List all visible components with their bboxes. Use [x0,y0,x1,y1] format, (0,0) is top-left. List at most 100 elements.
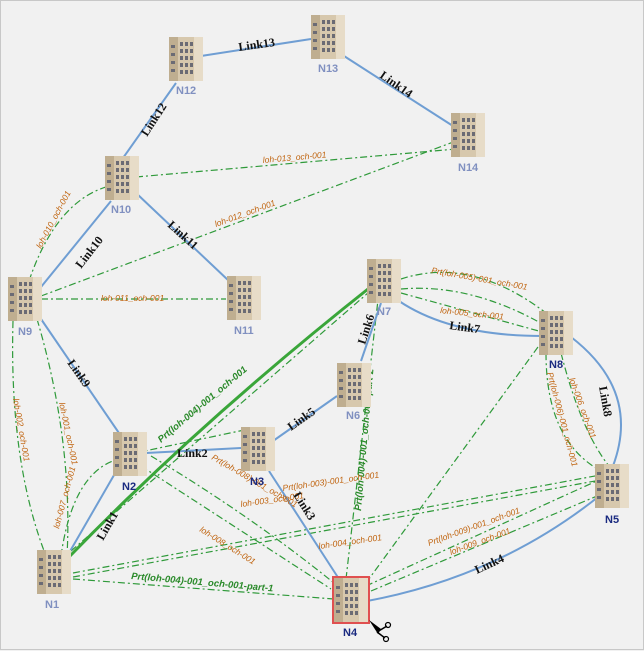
node-label: N6 [346,410,360,422]
link-label: Link2 [177,446,208,460]
building-icon [337,363,371,407]
node-label: N11 [234,325,254,337]
och-label: loh-004_och-001 [318,532,383,551]
link-label: Link6 [355,312,378,346]
link-7[interactable] [398,300,544,337]
node-n6[interactable]: N6 [337,363,371,422]
och-line[interactable] [70,285,377,552]
link-1[interactable] [68,462,122,554]
och-line[interactable] [365,335,547,584]
building-icon [37,550,71,594]
building-icon [8,277,42,321]
link-labels: Link1 Link2 Link3 Link4 Link5 Link6 Link… [65,35,616,577]
och-line[interactable] [36,318,69,557]
node-n8[interactable]: N8 [539,311,573,371]
link-4[interactable] [366,492,604,602]
och-line[interactable] [365,478,602,587]
och-label: loh-002_och-001 [11,398,32,463]
node-label: N5 [605,514,619,526]
protected-path[interactable] [67,283,374,559]
link-6[interactable] [360,302,382,362]
link-5[interactable] [272,395,338,442]
building-icon [311,15,345,59]
node-n12[interactable]: N12 [169,37,203,97]
node-n10[interactable]: N10 [105,156,139,216]
och-line[interactable] [545,352,602,472]
och-line[interactable] [72,578,335,600]
link-label: Link1 [93,509,120,543]
protected-label: Prt(loh-004)-001_och-001-part-1 [131,571,274,594]
link-8[interactable] [570,336,622,467]
och-label: loh-012_och-001 [213,198,277,229]
och-line[interactable] [150,455,335,584]
node-label: N9 [18,326,32,338]
links [40,38,622,602]
och-line[interactable] [28,185,110,282]
building-icon [227,276,261,320]
och-label: loh-013_och-001 [262,149,327,165]
och-label: loh-006_och-001 [567,376,598,440]
link-label: Link4 [472,551,506,577]
link-label: Link13 [237,35,275,54]
node-n14[interactable]: N14 [451,113,485,174]
och-line[interactable] [72,478,607,578]
building-icon [367,259,401,303]
selection-box [332,576,370,624]
och-line[interactable] [60,458,120,557]
nodes: N1 N2 N3 N4 N5 N6 N7 N8 [8,15,629,639]
och-line[interactable] [400,271,547,314]
protected-label: Prt(loh-005)-001_och-001 [431,265,529,292]
building-icon [451,113,485,157]
node-n4[interactable]: N4 [332,576,370,639]
och-line[interactable] [560,352,610,467]
och-line[interactable] [370,490,610,592]
link-label: Link14 [377,68,415,101]
och-line[interactable] [400,292,547,334]
och-label: loh-010_och-001 [34,189,73,250]
link-label: Link9 [65,357,94,390]
node-n13[interactable]: N13 [311,15,345,75]
node-n2[interactable]: N2 [113,432,147,493]
och-label: loh-008_och-001 [198,524,258,566]
link-9[interactable] [40,318,122,437]
node-label: N3 [250,476,264,488]
node-n3[interactable]: N3 [241,427,275,488]
building-icon [105,156,139,200]
node-label: N2 [122,481,136,493]
node-label: N4 [343,627,358,639]
node-label: N12 [176,85,196,97]
node-n1[interactable]: N1 [37,550,71,611]
building-icon [241,427,275,471]
link-label: Link5 [285,404,318,433]
och-line[interactable] [345,290,380,580]
building-icon [595,464,629,508]
och-line[interactable] [135,148,457,178]
och-line[interactable] [400,287,547,327]
building-icon [169,37,203,81]
link-10[interactable] [40,200,112,288]
building-icon [113,432,147,476]
building-icon [334,578,368,622]
och-line[interactable] [12,320,47,557]
och-lines [12,140,612,600]
node-n7[interactable]: N7 [367,259,401,318]
link-14[interactable] [343,55,454,127]
och-line[interactable] [40,140,457,297]
link-2[interactable] [145,447,242,454]
link-12[interactable] [122,82,177,159]
node-label: N14 [458,162,479,174]
och-label: loh-011_och-001 [101,293,164,303]
node-n9[interactable]: N9 [8,277,42,338]
link-11[interactable] [135,192,230,282]
link-label: Link7 [449,318,481,336]
node-n5[interactable]: N5 [595,464,629,526]
link-3[interactable] [268,470,340,580]
scissors-icon [369,620,392,643]
node-n11[interactable]: N11 [227,276,261,337]
och-line[interactable] [72,472,612,574]
link-label: Link10 [72,233,106,271]
link-label: Link12 [138,100,170,138]
node-label: N1 [45,599,59,611]
link-13[interactable] [200,38,312,57]
